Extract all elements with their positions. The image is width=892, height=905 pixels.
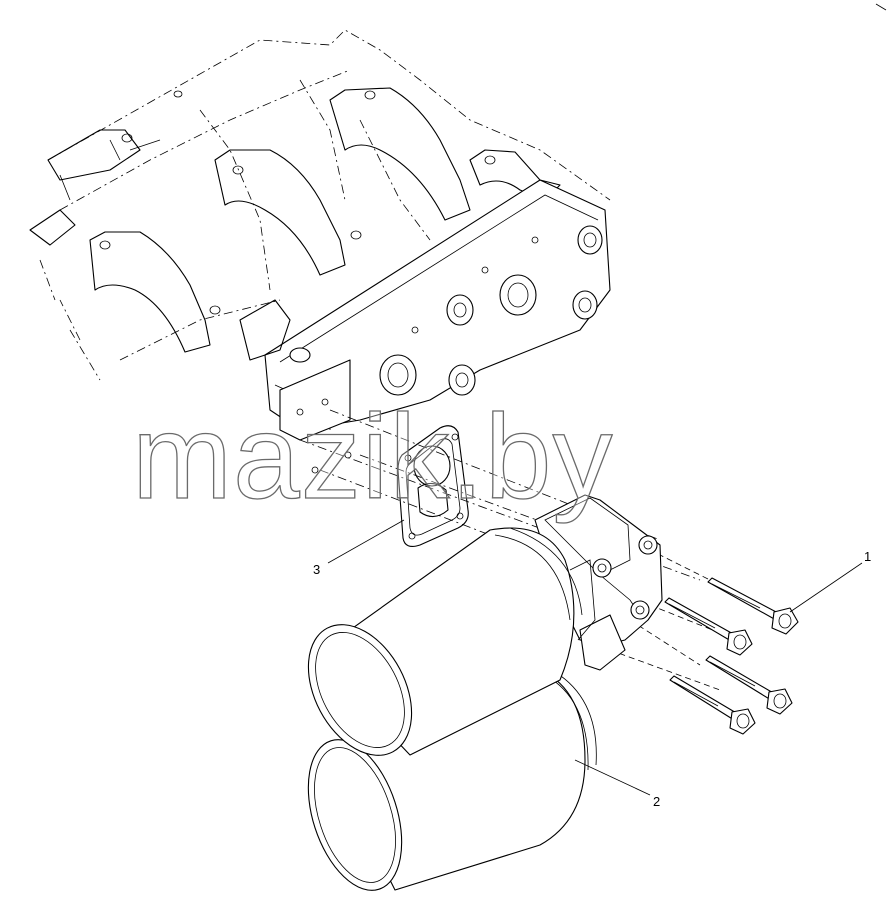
bolt [669,675,756,735]
bolt [707,577,799,635]
callout-3: 3 [313,562,320,577]
callouts: 1 2 3 [313,519,871,809]
bolt [664,597,753,656]
leader-line-2 [574,759,651,796]
corner-mark [875,3,887,11]
rail-bosses [289,225,603,400]
filter-canister [307,527,597,891]
bolt-set [664,577,799,735]
gasket [397,425,469,547]
leader-line-1 [789,562,863,613]
callout-1: 1 [864,549,871,564]
leader-line-3 [327,519,405,564]
watermark: mazik.by [132,390,613,524]
bolt [705,655,793,715]
block-holes [99,90,496,315]
callout-2: 2 [653,794,660,809]
